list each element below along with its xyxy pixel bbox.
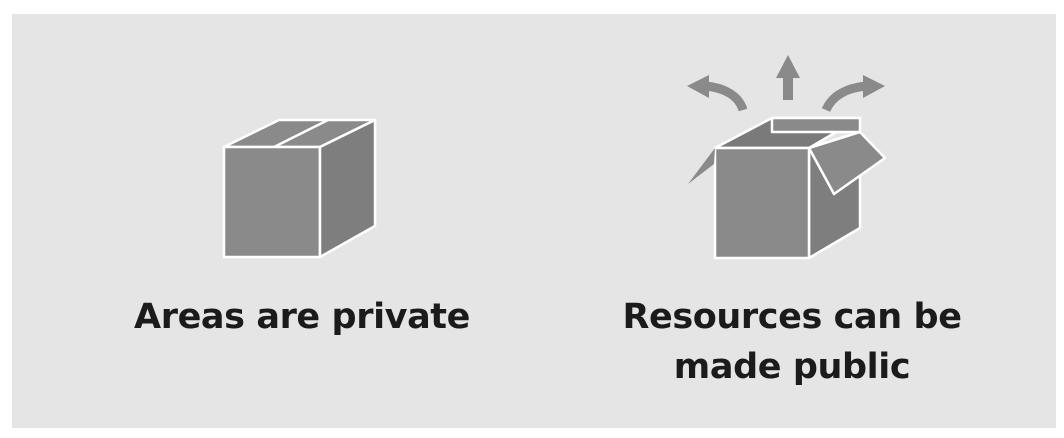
caption-line: made public xyxy=(673,347,911,387)
caption-line: Areas are private xyxy=(134,297,470,337)
diagram-panel: Areas are private Resources can be made … xyxy=(12,14,1056,428)
caption-resources-public: Resources can be made public xyxy=(577,292,1007,392)
open-box-with-arrows-icon xyxy=(687,55,887,260)
caption-areas-private: Areas are private xyxy=(82,292,522,342)
caption-line: Resources can be xyxy=(622,297,962,337)
closed-box-icon xyxy=(222,118,377,259)
